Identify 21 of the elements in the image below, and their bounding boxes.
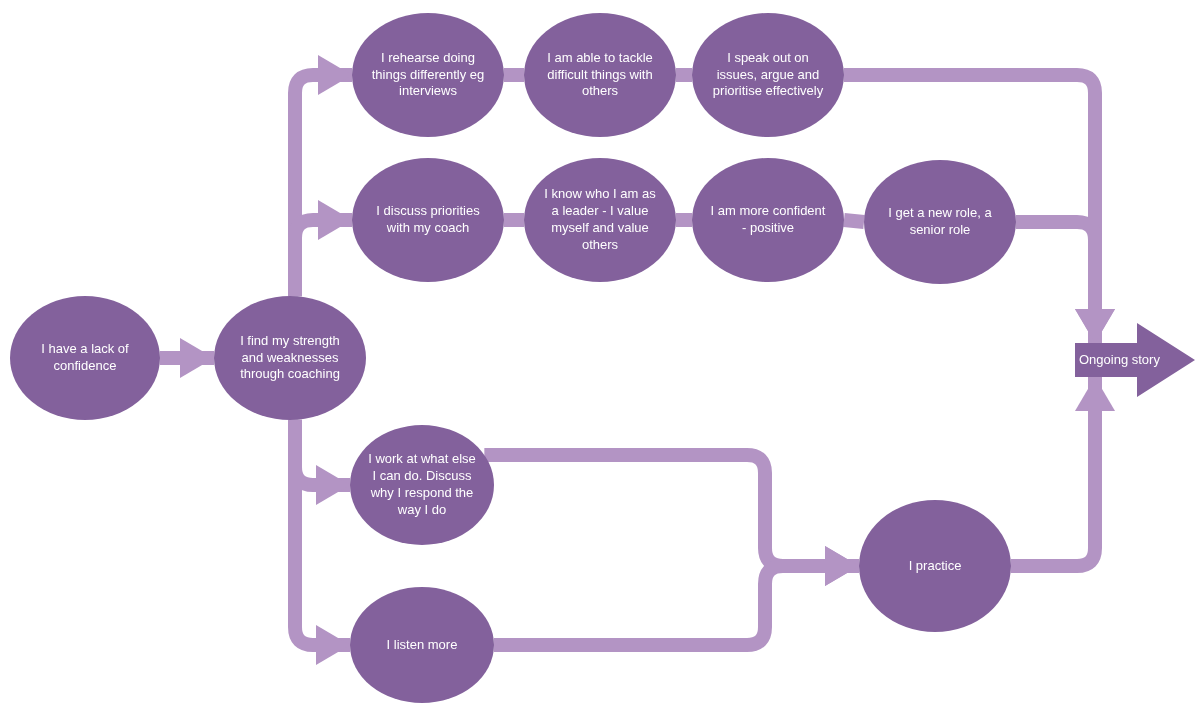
node-text: I listen more	[386, 636, 458, 654]
arrow	[1011, 377, 1115, 573]
node-text: I know who I am as a leader - I value myself and value others	[543, 186, 657, 254]
node-text: I work at what else I can do. Discuss why I respond the way I do	[367, 451, 477, 519]
node-text: I speak out on issues, argue and prioritise effectively	[711, 49, 825, 101]
node-text: I am more confident - positive	[709, 203, 827, 237]
node-text: I practice	[908, 557, 962, 575]
connector-line	[676, 68, 692, 82]
connector-line	[504, 68, 524, 82]
node-text: I rehearse doing things differently eg interviews	[370, 49, 486, 101]
connector-line	[676, 213, 692, 227]
arrow	[160, 338, 214, 378]
node-text: Ongoing story	[1078, 351, 1160, 369]
node-text: I discuss priorities with my coach	[375, 203, 481, 237]
connector-line	[843, 213, 865, 229]
node-text: I have a lack of confidence	[40, 341, 130, 375]
node-text: I am able to tackle difficult things with others	[546, 49, 654, 101]
arrow-shape	[1075, 323, 1195, 397]
node-text: I find my strength and weaknesses through coaching	[239, 332, 341, 384]
connector-line	[504, 213, 524, 227]
node-text: I get a new role, a senior role	[887, 205, 993, 239]
